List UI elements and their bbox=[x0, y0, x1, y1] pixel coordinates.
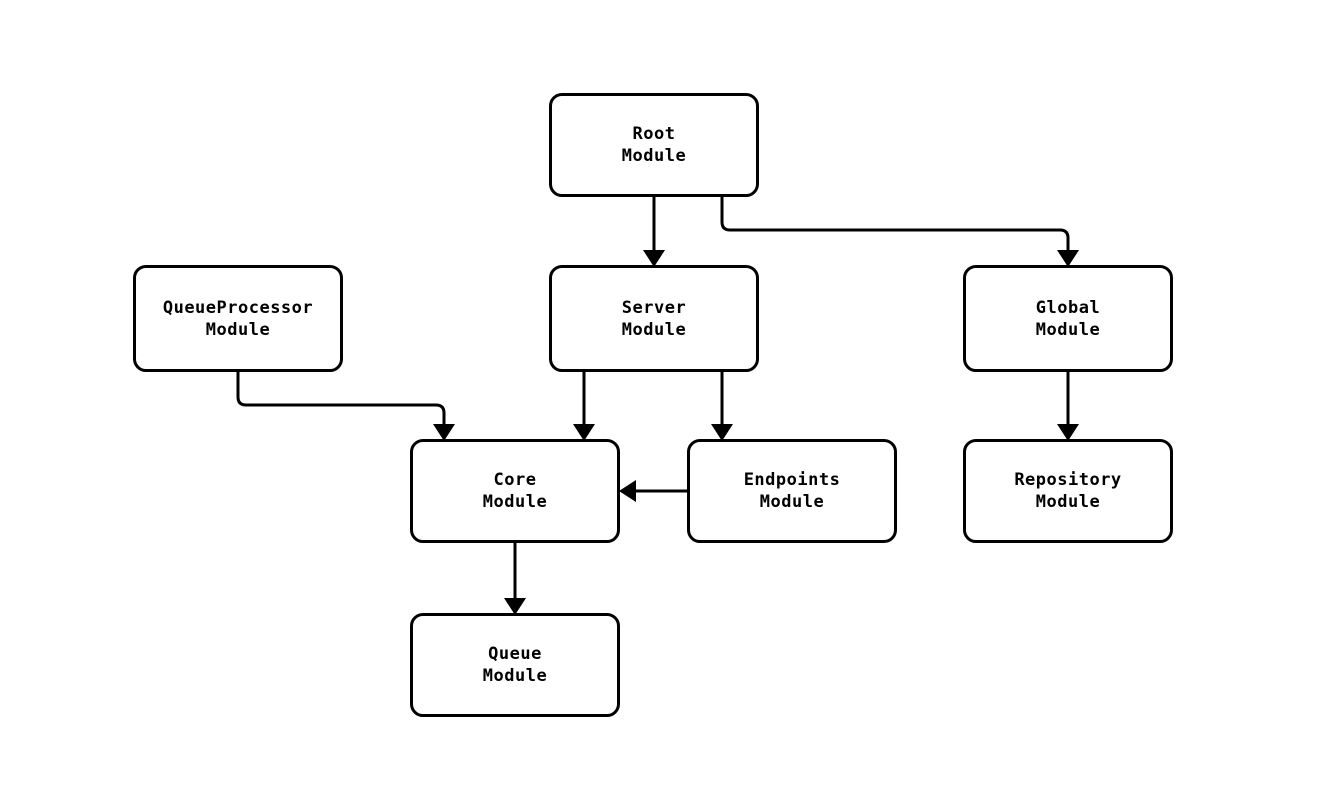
node-queue-line2: Module bbox=[482, 666, 548, 686]
node-root[interactable]: Root Module bbox=[549, 93, 759, 197]
node-queue[interactable]: Queue Module bbox=[410, 613, 620, 717]
node-root-line2: Module bbox=[621, 146, 687, 166]
node-server-line1: Server bbox=[621, 297, 687, 318]
node-repository[interactable]: Repository Module bbox=[963, 439, 1173, 543]
node-repository-line2: Module bbox=[1035, 492, 1101, 512]
node-server-line2: Module bbox=[621, 319, 687, 340]
node-global[interactable]: Global Module bbox=[963, 265, 1173, 372]
node-root-line1: Root bbox=[632, 124, 676, 144]
edge-queueprocessor-core bbox=[236, 372, 446, 425]
node-queue-line1: Queue bbox=[488, 644, 542, 664]
node-queueprocessor-line2: Module bbox=[205, 319, 271, 340]
edge-root-global bbox=[720, 197, 1070, 251]
edges-group bbox=[236, 197, 1079, 615]
node-queueprocessor[interactable]: QueueProcessor Module bbox=[133, 265, 343, 372]
node-core-line1: Core bbox=[493, 470, 537, 490]
node-core[interactable]: Core Module bbox=[410, 439, 620, 543]
node-endpoints-line2: Module bbox=[759, 492, 825, 512]
node-queueprocessor-line1: QueueProcessor bbox=[162, 297, 314, 318]
node-global-line1: Global bbox=[1035, 297, 1101, 318]
arrowhead-endpoints-core bbox=[619, 480, 636, 502]
node-endpoints[interactable]: Endpoints Module bbox=[687, 439, 897, 543]
node-endpoints-line1: Endpoints bbox=[743, 470, 841, 490]
node-repository-line1: Repository bbox=[1014, 470, 1122, 490]
node-core-line2: Module bbox=[482, 492, 548, 512]
node-global-line2: Module bbox=[1035, 319, 1101, 340]
node-server[interactable]: Server Module bbox=[549, 265, 759, 372]
